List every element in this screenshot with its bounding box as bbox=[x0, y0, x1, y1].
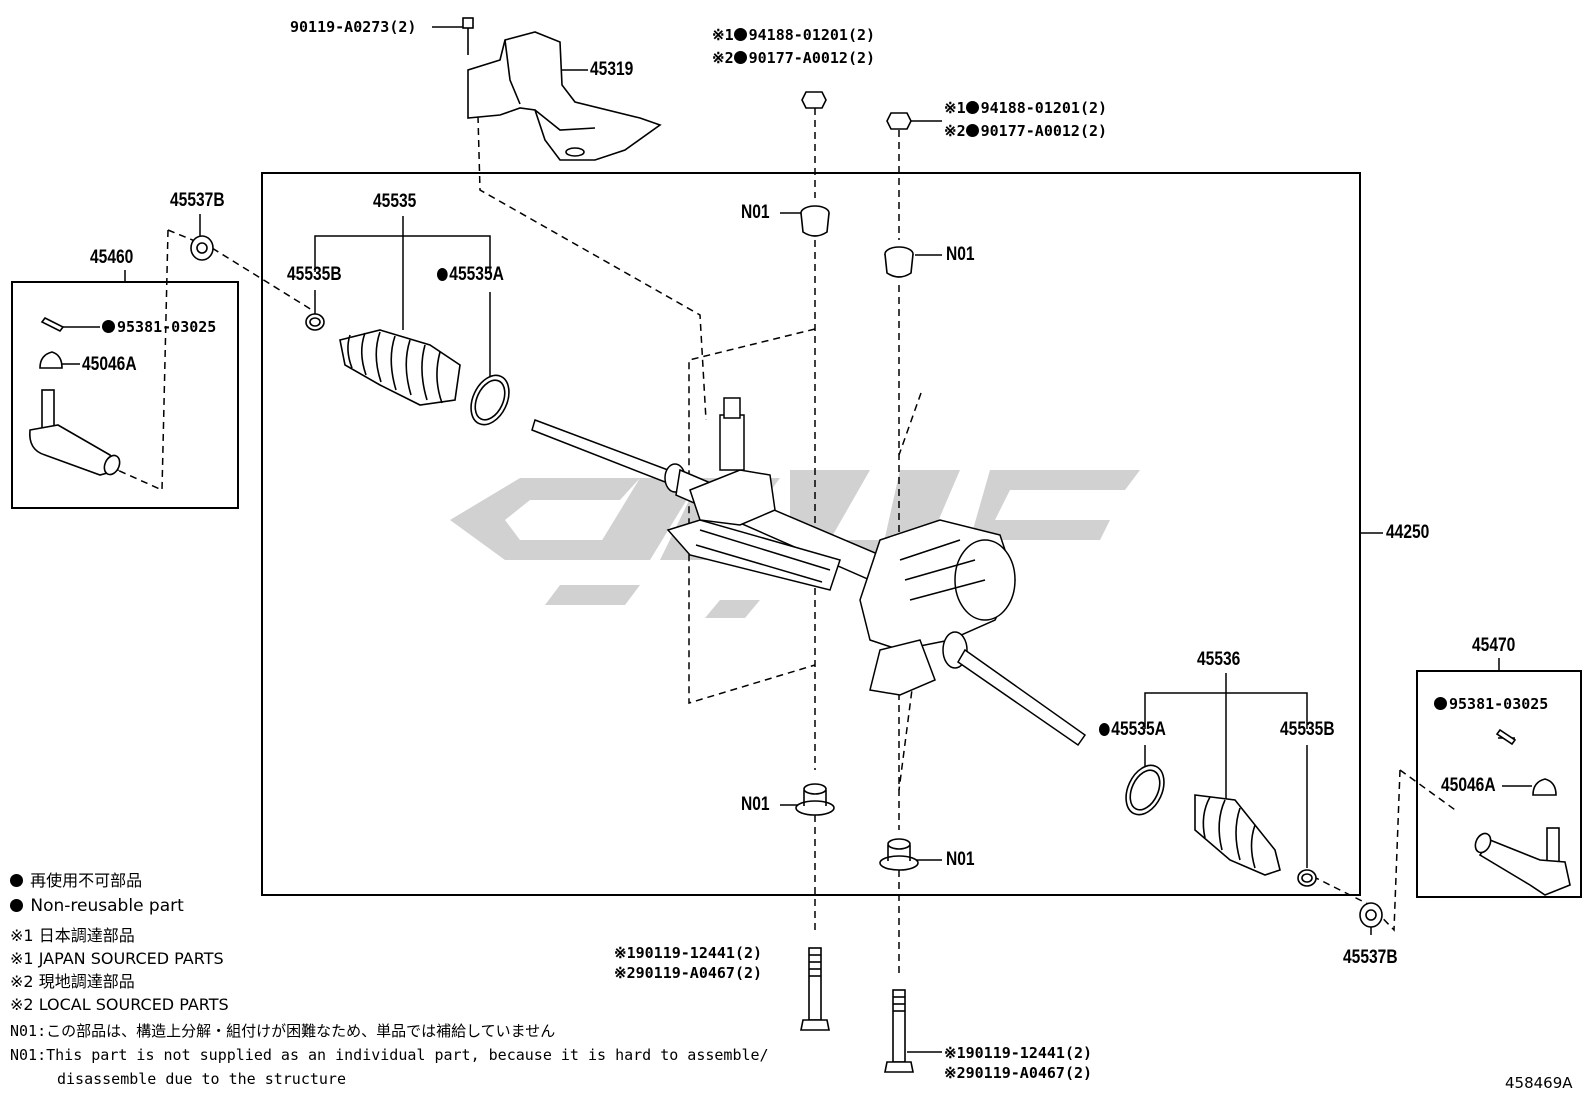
label-n01-top-right: N01 bbox=[946, 244, 975, 265]
bolt-right-drawing bbox=[884, 989, 914, 1073]
boot-cap-right-drawing bbox=[1532, 778, 1557, 796]
cotter-pin-left-drawing bbox=[40, 316, 65, 333]
ref2-mark: ※2 bbox=[614, 964, 636, 982]
label-gear-assembly: 44250 bbox=[1386, 522, 1430, 543]
clip-left-drawing bbox=[305, 313, 325, 331]
boot-right-drawing bbox=[1194, 794, 1281, 876]
label-bolt-left-1: ※190119-12441(2) bbox=[614, 944, 763, 962]
label-clamp-right-a: 45535A bbox=[1099, 720, 1166, 740]
tie-rod-end-left-drawing bbox=[28, 389, 121, 476]
label-clip-right-b: 45535B bbox=[1280, 719, 1335, 740]
label-boot-cap-left: 45046A bbox=[82, 354, 137, 375]
label-n01-bottom-left: N01 bbox=[741, 794, 770, 815]
nonreusable-dot-icon bbox=[1099, 723, 1110, 736]
clamp-left-drawing bbox=[470, 374, 510, 426]
nonreusable-dot-icon bbox=[102, 320, 115, 333]
nut-left-drawing bbox=[801, 91, 827, 109]
label-bush-left: 45537B bbox=[170, 190, 225, 211]
bush-right-drawing bbox=[1359, 902, 1383, 928]
gear-assembly-box bbox=[261, 172, 1361, 896]
label-boot-cap-right: 45046A bbox=[1441, 775, 1496, 796]
label-bolt-left-2: ※290119-A0467(2) bbox=[614, 964, 763, 982]
nut-right-drawing bbox=[886, 112, 912, 130]
ref2-mark: ※2 bbox=[712, 49, 734, 67]
label-boot-left: 45535 bbox=[373, 191, 417, 212]
bracket-45319-drawing bbox=[462, 17, 662, 161]
tie-rod-end-right-drawing bbox=[1474, 827, 1571, 896]
bush-left-drawing bbox=[190, 235, 214, 261]
n01-bush-top-left bbox=[800, 205, 830, 237]
boot-left-drawing bbox=[339, 329, 461, 406]
label-clip-left-b: 45535B bbox=[287, 264, 342, 285]
label-bolt-bracket: 90119-A0273(2) bbox=[290, 18, 417, 36]
legend-ref1-en: ※1 JAPAN SOURCED PARTS bbox=[10, 949, 224, 968]
ref2-mark: ※2 bbox=[944, 1064, 966, 1082]
label-bracket: 45319 bbox=[590, 59, 634, 80]
ref1-mark: ※1 bbox=[712, 26, 734, 44]
label-bolt-right-1: ※190119-12441(2) bbox=[944, 1044, 1093, 1062]
ref1-mark: ※1 bbox=[944, 99, 966, 117]
nonreusable-dot-icon bbox=[733, 51, 747, 64]
nonreusable-dot-icon bbox=[965, 101, 979, 114]
nonreusable-dot-icon bbox=[10, 874, 23, 887]
bolt-left-drawing bbox=[800, 947, 830, 1031]
label-clamp-left-a: 45535A bbox=[437, 265, 504, 285]
label-tie-rod-end-right: 45470 bbox=[1472, 635, 1516, 656]
legend-n01-en-2: disassemble due to the structure bbox=[57, 1070, 346, 1088]
n01-bush-bottom-right bbox=[879, 838, 919, 871]
label-cotter-pin-left: 95381-03025 bbox=[102, 318, 216, 336]
legend-ref2-jp: ※2 現地調達部品 bbox=[10, 972, 135, 991]
legend-nonreusable-en: Non-reusable part bbox=[10, 897, 184, 915]
boot-cap-left-drawing bbox=[39, 351, 63, 369]
nonreusable-dot-icon bbox=[1434, 697, 1447, 710]
label-boot-right: 45536 bbox=[1197, 649, 1241, 670]
nonreusable-dot-icon bbox=[10, 899, 23, 912]
ref1-mark: ※1 bbox=[614, 944, 636, 962]
nonreusable-dot-icon bbox=[733, 28, 747, 41]
clip-right-drawing bbox=[1297, 869, 1317, 887]
nonreusable-dot-icon bbox=[437, 268, 448, 281]
diagram-number: 458469A bbox=[1505, 1074, 1573, 1092]
legend-ref1-jp: ※1 日本調達部品 bbox=[10, 926, 135, 945]
n01-bush-top-right bbox=[884, 246, 914, 278]
steering-gear-drawing bbox=[531, 397, 1087, 747]
n01-bush-bottom-left bbox=[795, 783, 835, 816]
ref1-mark: ※1 bbox=[944, 1044, 966, 1062]
clamp-right-drawing bbox=[1125, 764, 1165, 816]
label-tie-rod-end-left: 45460 bbox=[90, 247, 134, 268]
label-bush-right: 45537B bbox=[1343, 947, 1398, 968]
legend-n01-jp: N01:この部品は、構造上分解・組付けが困難なため、単品では補給していません bbox=[10, 1022, 556, 1040]
label-n01-top-left: N01 bbox=[741, 202, 770, 223]
legend-nonreusable-jp: 再使用不可部品 bbox=[10, 872, 142, 890]
nonreusable-dot-icon bbox=[965, 124, 979, 137]
ref2-mark: ※2 bbox=[944, 122, 966, 140]
label-bolt-right-2: ※290119-A0467(2) bbox=[944, 1064, 1093, 1082]
legend-ref2-en: ※2 LOCAL SOURCED PARTS bbox=[10, 995, 229, 1014]
label-n01-bottom-right: N01 bbox=[946, 849, 975, 870]
label-cotter-pin-right: 95381-03025 bbox=[1434, 695, 1548, 713]
cotter-pin-right-drawing bbox=[1495, 728, 1517, 746]
legend-n01-en: N01:This part is not supplied as an indi… bbox=[10, 1046, 769, 1064]
